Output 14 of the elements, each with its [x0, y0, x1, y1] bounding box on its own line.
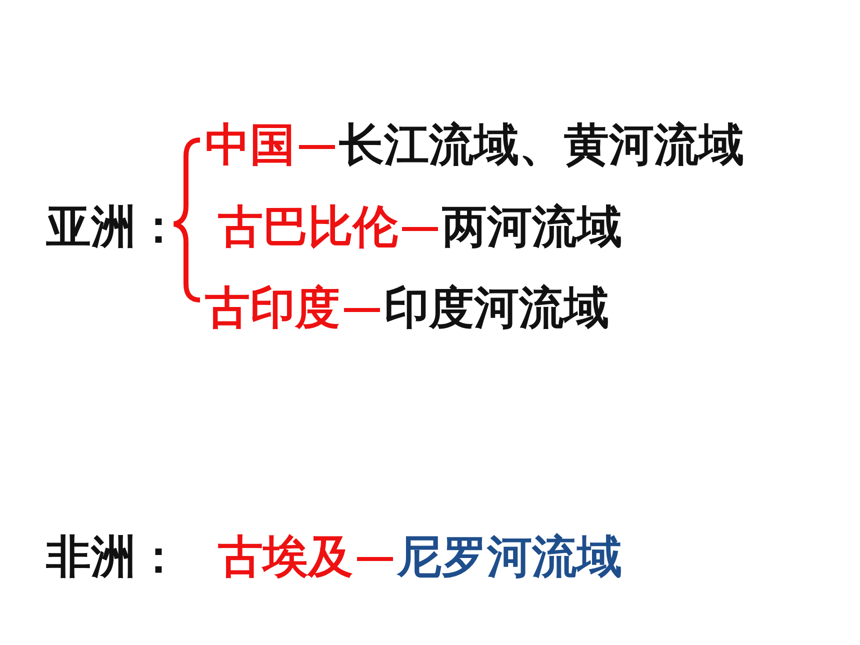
continent-label: 亚洲：	[46, 199, 181, 255]
dash-connector	[402, 227, 438, 231]
place-text: 古巴比伦	[218, 199, 398, 255]
place-text: 长江流域、黄河流域	[339, 117, 744, 173]
place-text: 中国	[205, 117, 295, 173]
dash-connector	[299, 145, 335, 149]
dash-connector	[357, 557, 393, 561]
place-text: 印度河流域	[384, 280, 609, 336]
place-text: 两河流域	[442, 199, 622, 255]
place-text: 古印度	[205, 280, 340, 336]
place-text: 尼罗河流域	[397, 529, 622, 585]
dash-connector	[344, 308, 380, 312]
place-text: 古埃及	[218, 529, 353, 585]
continent-label: 非洲：	[46, 529, 181, 585]
